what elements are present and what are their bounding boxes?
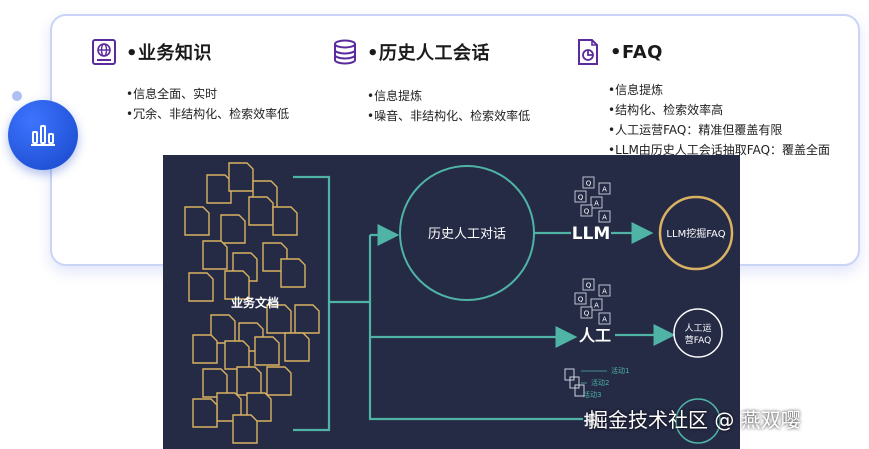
qa-card (580, 204, 593, 217)
qa-card-letter: A (602, 316, 607, 324)
document-icon (206, 174, 232, 204)
database-icon (334, 39, 356, 65)
document-icon (224, 270, 250, 300)
manual-faq-label-line2: 营FAQ (685, 334, 711, 346)
manual-faq-label-line1: 人工运 (684, 323, 711, 334)
document-icon (272, 206, 298, 236)
document-icon (294, 304, 320, 334)
decorative-dot (12, 91, 22, 101)
faq-pipeline-diagram: 业务文档 历史人工对话 LLM LLM挖掘FAQ 人工 人工运 营FAQ 抽 (163, 155, 740, 449)
document-icon (266, 304, 292, 334)
column-title: •历史人工会话 (367, 43, 491, 64)
column-header: •业务知识 (90, 36, 289, 68)
connector-to-bottom (368, 345, 583, 421)
llm-faq-label: LLM挖掘FAQ (666, 227, 725, 240)
activity-label: 活动3 (583, 390, 601, 399)
document-icon (248, 196, 274, 226)
manual-faq-circle (673, 308, 723, 358)
qa-card (580, 306, 593, 319)
document-icon (184, 206, 210, 236)
qa-card-letter: A (602, 214, 607, 222)
document-icon (202, 240, 228, 270)
qa-card (598, 312, 611, 325)
connector-top (293, 175, 331, 302)
llm-label: LLM (572, 224, 611, 244)
qa-card (574, 292, 587, 305)
arrow-to-history (368, 235, 395, 345)
column-header: •FAQ (574, 36, 830, 68)
qa-card-letter: A (594, 200, 599, 208)
bottom-circle (675, 398, 721, 444)
document-icon (188, 272, 214, 302)
qa-card (582, 176, 595, 189)
bullet-list: •信息提炼 •噪音、非结构化、检索效率低 (331, 86, 530, 126)
bullet-item: •LLM由历史人工会话抽取FAQ：覆盖全面 (608, 143, 831, 157)
column-header: •历史人工会话 (331, 36, 530, 68)
globe-book-icon (92, 39, 116, 65)
bar-chart-badge (8, 100, 78, 170)
history-dialog-circle (399, 165, 535, 301)
qa-card-letter: Q (578, 296, 584, 304)
bar-chart-icon (31, 125, 55, 146)
document-icon (228, 162, 254, 192)
history-dialog-label: 历史人工对话 (428, 227, 506, 242)
document-icon (232, 414, 258, 444)
document-icon (224, 340, 250, 370)
column-history-sessions: •历史人工会话 •信息提炼 •噪音、非结构化、检索效率低 (331, 36, 530, 126)
qa-card-letter: Q (584, 310, 590, 318)
document-icon (266, 366, 292, 396)
diagram-canvas: 业务文档 历史人工对话 LLM LLM挖掘FAQ 人工 人工运 营FAQ 抽 (184, 162, 734, 444)
qa-card (590, 298, 603, 311)
document-icon (220, 214, 246, 244)
manual-label: 人工 (579, 326, 611, 345)
document-icon (192, 398, 218, 428)
document-icon (202, 368, 228, 398)
bullet-item: •结构化、检索效率高 (608, 103, 724, 117)
bullet-list: •信息全面、实时 •冗余、非结构化、检索效率低 (90, 84, 289, 124)
qa-card (598, 182, 611, 195)
qa-card (598, 284, 611, 297)
bullet-item: •噪音、非结构化、检索效率低 (367, 109, 531, 123)
bullet-item: •信息全面、实时 (126, 87, 218, 101)
bullet-list: •信息提炼 •结构化、检索效率高 •人工运营FAQ：精准但覆盖有限 •LLM由历… (574, 80, 830, 160)
bullet-item: •信息提炼 (608, 83, 664, 97)
qa-card-letter: Q (584, 208, 590, 216)
document-icon (254, 336, 280, 366)
document-icon (236, 366, 262, 396)
qa-card-letter: Q (586, 282, 592, 290)
document-icon (192, 334, 218, 364)
bottom-label: 抽 (584, 412, 598, 429)
column-title: •FAQ (610, 41, 663, 63)
qa-card-letter: A (602, 186, 607, 194)
qa-card (582, 278, 595, 291)
document-chart-icon (578, 39, 598, 65)
connector-bottom (293, 302, 331, 432)
qa-card-letter: A (594, 302, 599, 310)
docs-label: 业务文档 (231, 295, 279, 310)
qa-card (590, 196, 603, 209)
watermark: 掘金技术社区 @ 燕双嘤 (588, 408, 801, 432)
bullet-item: •冗余、非结构化、检索效率低 (126, 107, 290, 121)
qa-card (574, 190, 587, 203)
bullet-item: •信息提炼 (367, 89, 423, 103)
column-business-knowledge: •业务知识 •信息全面、实时 •冗余、非结构化、检索效率低 (90, 36, 289, 124)
column-title: •业务知识 (126, 43, 213, 64)
document-icon (284, 332, 310, 362)
bullet-item: •人工运营FAQ：精准但覆盖有限 (608, 123, 783, 137)
qa-card-letter: A (602, 288, 607, 296)
qa-card-letter: Q (578, 194, 584, 202)
document-stack (184, 162, 320, 444)
llm-faq-circle (658, 195, 734, 271)
column-faq: •FAQ •信息提炼 •结构化、检索效率高 •人工运营FAQ：精准但覆盖有限 •… (574, 36, 830, 160)
activity-label: 活动2 (591, 378, 609, 387)
document-icon (280, 258, 306, 288)
qa-card (598, 210, 611, 223)
activity-flow-icon: 活动1 活动2 活动3 (564, 366, 629, 399)
activity-label: 活动1 (611, 366, 629, 375)
qa-card-letter: Q (586, 180, 592, 188)
